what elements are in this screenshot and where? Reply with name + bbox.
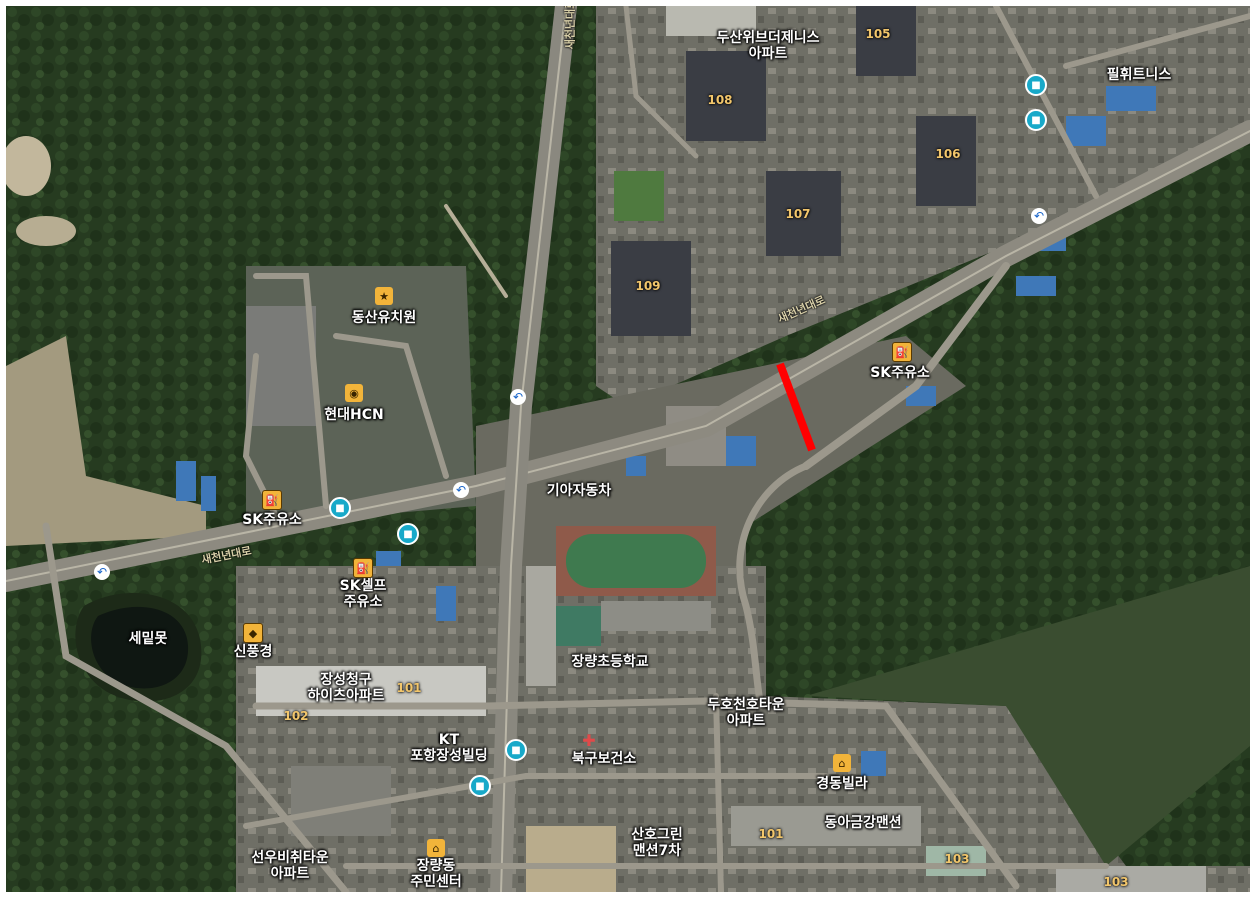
restaurant-icon: ◆ (243, 623, 263, 643)
hospital-icon: ✚ (582, 730, 596, 750)
building-number: 103 (1103, 875, 1129, 889)
poi-label[interactable]: 현대HCN (324, 407, 384, 423)
apartment-103 (926, 846, 986, 876)
sports-court (614, 171, 664, 221)
poi-label[interactable]: 두호천호타운 아파트 (707, 697, 785, 729)
poi-label[interactable]: 동산유치원 (351, 310, 417, 326)
apartment-105 (856, 6, 916, 76)
building-number: 102 (283, 709, 309, 723)
bare-patch (16, 216, 76, 246)
gas-station-icon: ⛽ (353, 558, 373, 578)
poi-label[interactable]: 두산위브더제니스 아파트 (716, 30, 820, 62)
school-icon: ★ (375, 287, 393, 305)
bus-stop-icon[interactable]: ■ (397, 523, 419, 545)
poi-label[interactable]: 장량동 주민센터 (410, 858, 462, 890)
building-number: 106 (935, 147, 961, 161)
tennis-court (551, 606, 601, 646)
building-number: 109 (635, 279, 661, 293)
apartment-dong-a (731, 806, 921, 846)
school-field (566, 534, 706, 588)
poi-label[interactable]: 장량초등학교 (571, 654, 649, 670)
school-building (526, 566, 556, 686)
bus-stop-icon[interactable]: ■ (469, 775, 491, 797)
roads (6, 6, 1250, 892)
satellite-imagery (6, 6, 1250, 892)
apartment-roof (666, 6, 756, 36)
apartment-103-south (1056, 866, 1206, 892)
building-icon: ⌂ (427, 839, 445, 857)
bus-stop-icon[interactable]: ■ (329, 497, 351, 519)
building-number: 105 (865, 27, 891, 41)
bus-stop-icon[interactable]: ■ (505, 739, 527, 761)
poi-label[interactable]: 필휘트니스 (1106, 67, 1172, 83)
apartment-109 (611, 241, 691, 336)
bare-ground (6, 336, 206, 546)
u-turn-icon: ↶ (510, 389, 526, 405)
poi-label[interactable]: 장성청구 하이츠아파트 (307, 672, 385, 704)
u-turn-icon: ↶ (94, 564, 110, 580)
gas-station-icon: ⛽ (892, 342, 912, 362)
poi-label[interactable]: 동아금강맨션 (824, 815, 902, 831)
map-view[interactable]: 새천년대로 새천년대로 새천년대로 105 108 106 107 109 10… (6, 6, 1250, 892)
poi-label[interactable]: 기아자동차 (546, 483, 612, 499)
apartment-108 (686, 51, 766, 141)
poi-label[interactable]: 신풍경 (233, 644, 273, 660)
building-number: 107 (785, 207, 811, 221)
apartment-107 (766, 171, 841, 256)
hillside (806, 566, 1250, 866)
apartment-106 (916, 116, 976, 206)
building-number: 103 (944, 852, 970, 866)
bus-stop-icon[interactable]: ■ (1025, 109, 1047, 131)
poi-label[interactable]: SK주유소 (242, 512, 302, 528)
building-number: 108 (707, 93, 733, 107)
poi-label[interactable]: 선우비취타운 아파트 (251, 850, 329, 882)
bare-patch (6, 136, 51, 196)
road-label: 새천년대로 (563, 6, 577, 50)
bus-stop-icon[interactable]: ■ (1025, 74, 1047, 96)
poi-label[interactable]: KT 포항장성빌딩 (410, 732, 488, 764)
poi-label[interactable]: 세밑못 (128, 631, 168, 647)
u-turn-icon: ↶ (1031, 208, 1047, 224)
ground-field (526, 826, 616, 892)
building-number: 101 (758, 827, 784, 841)
building-number: 101 (396, 681, 422, 695)
building-icon: ⌂ (833, 754, 851, 772)
poi-label[interactable]: SK주유소 (870, 365, 930, 381)
broadcast-icon: ◉ (345, 384, 363, 402)
poi-label[interactable]: 경동빌라 (816, 776, 868, 792)
pond-water (91, 606, 189, 689)
urban-area-south (236, 566, 1250, 892)
poi-label[interactable]: 북구보건소 (571, 751, 637, 767)
poi-label[interactable]: SK셀프 주유소 (339, 578, 387, 610)
u-turn-icon: ↶ (453, 482, 469, 498)
school-building (601, 601, 711, 631)
poi-label[interactable]: 산호그린 맨션7차 (631, 827, 683, 859)
gas-station-icon: ⛽ (262, 490, 282, 510)
highlight-marker (776, 362, 816, 452)
